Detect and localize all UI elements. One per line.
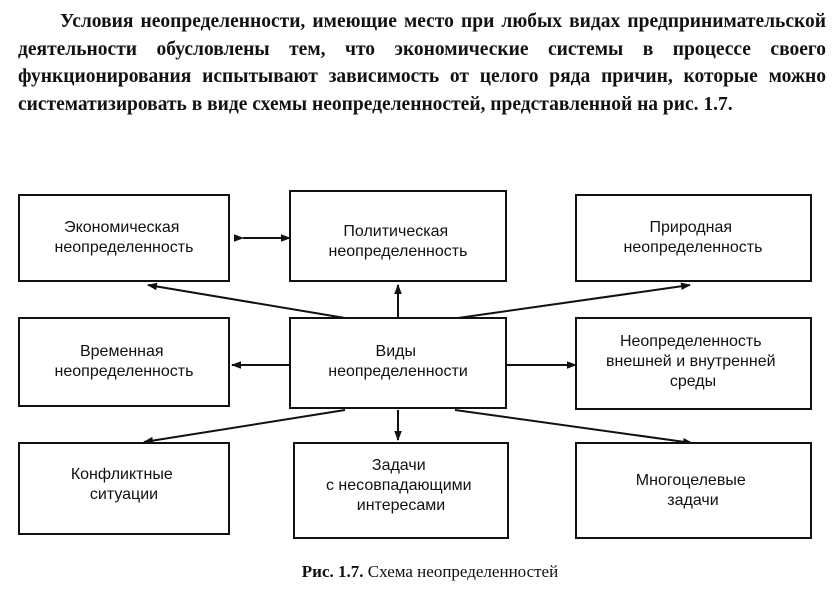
label-temporal: Временная неопределенность	[55, 343, 194, 380]
caption-text: Схема неопределенностей	[367, 562, 559, 581]
label-environment: Неопределенность внешней и внутренней ср…	[606, 333, 780, 390]
arrow-center-economic	[147, 282, 346, 319]
label-political: Политическая неопределенность	[329, 223, 468, 260]
box-conflict	[18, 442, 230, 535]
arrow-center-conflict	[143, 409, 346, 445]
arrow-center-natural	[457, 282, 691, 319]
box-interests	[293, 442, 509, 539]
label-center: Виды неопределенности	[328, 343, 468, 380]
label-natural: Природная неопределенность	[624, 219, 763, 256]
figure-caption: Рис. 1.7. Схема неопределенностей	[160, 562, 700, 582]
box-political	[289, 190, 507, 282]
label-economic: Экономическая неопределенность	[55, 219, 194, 256]
box-environment	[575, 317, 812, 410]
label-conflict: Конфликтные ситуации	[71, 466, 177, 503]
box-multigoal	[575, 442, 812, 539]
diagram-arrows	[143, 234, 693, 446]
arrow-center-multigoal	[454, 409, 693, 446]
caption-label: Рис. 1.7.	[301, 562, 364, 581]
label-multigoal: Многоцелевые задачи	[636, 472, 750, 509]
box-temporal	[18, 317, 230, 407]
box-natural	[575, 194, 812, 282]
box-center	[289, 317, 507, 409]
label-interests: Задачи с несовпадающими интересами	[326, 457, 476, 514]
diagram-boxes	[18, 190, 812, 539]
body-paragraph: Условия неопределенности, имеющие место …	[18, 11, 826, 115]
box-economic	[18, 194, 230, 282]
